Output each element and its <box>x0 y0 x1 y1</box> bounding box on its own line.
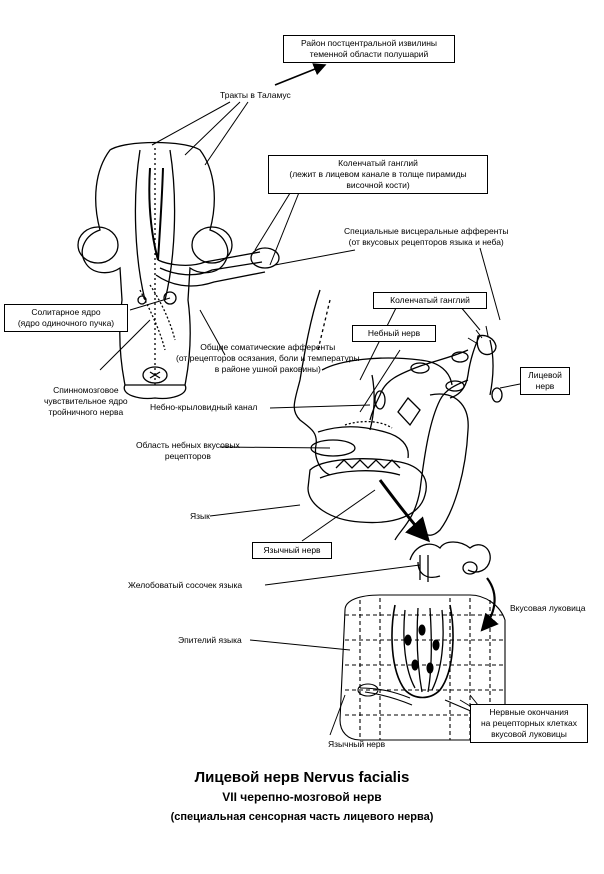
tongue-label: Язык <box>190 511 210 521</box>
taste-bud-label: Вкусовая луковица <box>510 603 586 613</box>
visceral-afferents-label: Специальные висцеральные афференты(от вк… <box>344 226 509 247</box>
caption-subtitle: VII черепно-мозговой нерв <box>222 790 381 804</box>
lingual-nerve-bottom-label: Язычный нерв <box>328 739 386 749</box>
head-illustration <box>293 289 503 541</box>
solitary-nucleus-box: Солитарное ядро(ядро одиночного пучка) <box>4 304 128 332</box>
taste-bud-illustration <box>339 594 506 741</box>
leader-lines <box>99 63 521 736</box>
pterygopalatine-label: Небно-крыловидный канал <box>150 402 258 412</box>
palatine-nerve-box: Небный нерв <box>352 325 436 342</box>
caption-description: (специальная сенсорная часть лицевого не… <box>171 811 434 823</box>
brainstem-illustration <box>77 141 280 400</box>
geniculate-ganglion-box-right: Коленчатый ганглий <box>373 292 487 309</box>
vallate-papilla-label: Желобоватый сосочек языка <box>128 580 243 590</box>
lingual-nerve-box: Язычный нерв <box>252 542 332 559</box>
thalamus-tracts-label: Тракты в Таламус <box>220 90 291 100</box>
geniculate-ganglion-box: Коленчатый ганглий(лежит в лицевом канал… <box>268 155 488 194</box>
somatic-afferents-label: Общие соматические афференты(от рецептор… <box>176 342 360 374</box>
tongue-epithelium-label: Эпителий языка <box>178 635 242 645</box>
caption-title: Лицевой нерв Nervus facialis <box>195 769 410 786</box>
papilla-illustration <box>409 541 491 582</box>
